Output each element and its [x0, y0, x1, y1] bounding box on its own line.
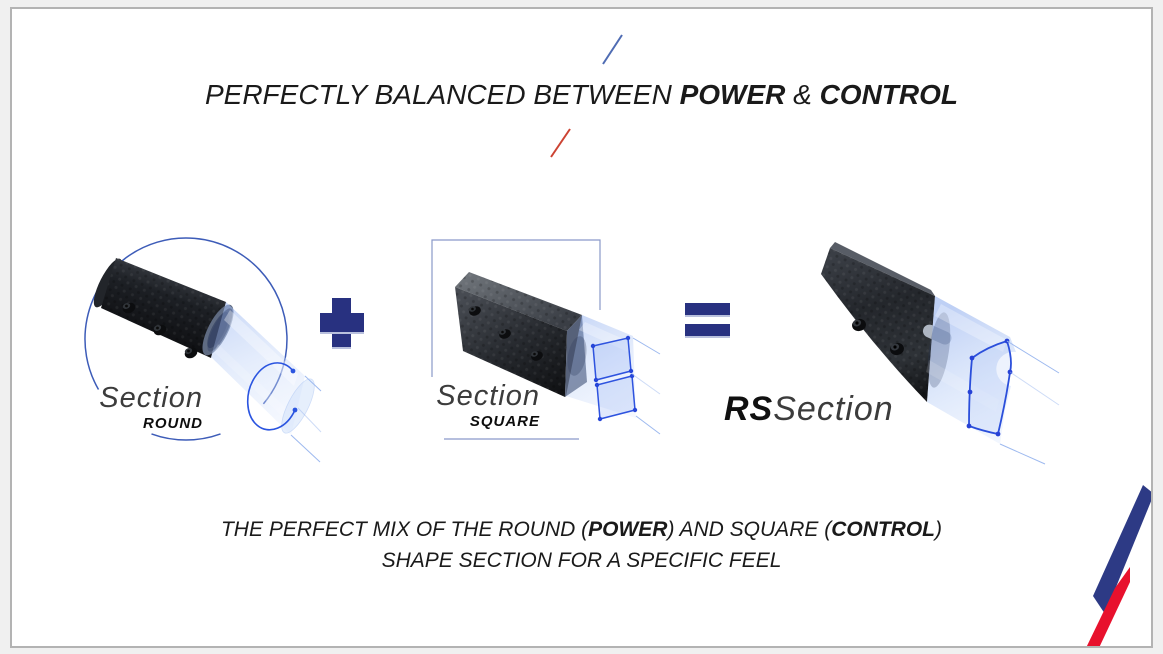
carbon-square-beam: [455, 272, 587, 397]
speed-rays: [290, 375, 322, 463]
glass-round-tube: [207, 302, 315, 435]
caption-line-1: THE PERFECT MIX OF THE ROUND (POWER) AND…: [12, 514, 1151, 545]
label-rs-section: RSSection: [724, 390, 894, 429]
label-section-square: Section SQUARE: [429, 381, 540, 430]
caption-text: THE PERFECT MIX OF THE ROUND (: [220, 518, 589, 541]
caption-power: POWER: [588, 518, 668, 541]
plus-horizontal-bar: [320, 313, 364, 332]
square-section-illustration: [427, 234, 662, 452]
title-control: CONTROL: [819, 79, 959, 110]
carbon-round-tube: [93, 258, 234, 358]
red-slash-icon: [550, 128, 571, 158]
label-section-round: Section ROUND: [87, 383, 203, 432]
rs-section-illustration: [817, 240, 1062, 465]
equals-top-bar: [685, 303, 730, 315]
round-circle-outline-icon: [84, 237, 288, 441]
round-section-illustration: [72, 226, 322, 466]
label-square-main: Section: [436, 380, 540, 412]
slide-page: PERFECTLY BALANCED BETWEEN POWER & CONTR…: [10, 7, 1153, 648]
equals-bottom-bar: [685, 324, 730, 336]
plus-icon: [320, 298, 364, 348]
page-title: PERFECTLY BALANCED BETWEEN POWER & CONTR…: [12, 79, 1151, 111]
equals-icon: [685, 303, 730, 337]
caption: THE PERFECT MIX OF THE ROUND (POWER) AND…: [12, 514, 1151, 576]
square-bracket-icon: [431, 239, 601, 377]
grommets: [852, 318, 904, 356]
caption-line-2: SHAPE SECTION FOR A SPECIFIC FEEL: [381, 549, 782, 572]
label-rs-bold: RS: [724, 390, 774, 428]
speed-rays: [999, 340, 1060, 465]
caption-control: CONTROL: [831, 518, 936, 541]
blue-slash-icon: [602, 34, 623, 65]
title-amp: &: [785, 79, 820, 110]
label-round-sub: ROUND: [143, 415, 203, 432]
grommets: [122, 302, 198, 359]
title-power: POWER: [679, 79, 786, 110]
caption-text: ) AND SQUARE (: [667, 518, 832, 541]
wireframe-rs-section: [966, 338, 1013, 437]
wireframe-squares: [590, 335, 638, 422]
label-square-sub: SQUARE: [469, 413, 540, 430]
caption-text: ): [935, 518, 943, 541]
label-rs-main: Section: [773, 390, 894, 428]
label-round-main: Section: [99, 382, 203, 414]
title-text: PERFECTLY BALANCED BETWEEN: [204, 79, 680, 110]
rotation-arrow-ellipse: [246, 362, 298, 431]
carbon-rs-beam: [821, 242, 935, 402]
speed-rays: [631, 337, 661, 435]
grommets: [469, 306, 543, 361]
